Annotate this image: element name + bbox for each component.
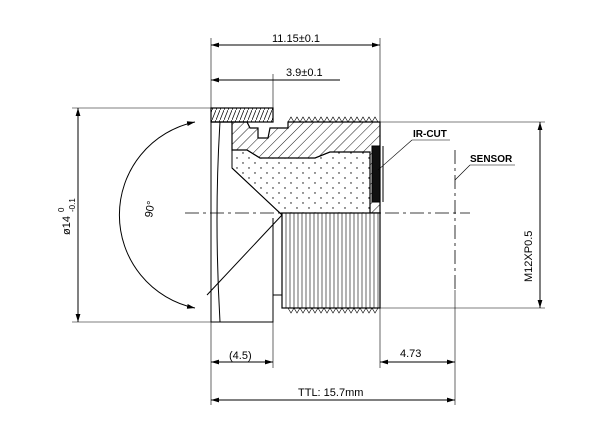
focus-ring: [210, 107, 274, 123]
thread-teeth-bottom: [287, 307, 379, 314]
lens-body: [206, 107, 384, 323]
optical-glass: [231, 149, 371, 214]
dim-ttl: TTL: 15.7mm: [211, 387, 455, 403]
threaded-barrel: [281, 212, 381, 309]
svg-text:-0.1: -0.1: [68, 198, 77, 212]
dim-back-focal: 4.73: [379, 290, 456, 405]
svg-text:11.15±0.1: 11.15±0.1: [272, 33, 320, 45]
svg-text:4.73: 4.73: [400, 348, 421, 360]
svg-text:ø14: ø14: [61, 216, 73, 235]
callout-ir-cut: IR-CUT: [377, 129, 450, 171]
ir-cut-filter: [371, 145, 381, 203]
section-diagonal-lower: [206, 214, 283, 296]
svg-text:(4.5): (4.5): [229, 350, 252, 362]
svg-text:0: 0: [57, 207, 66, 212]
svg-text:SENSOR: SENSOR: [470, 154, 513, 165]
fov-angle-label: 90°: [143, 200, 158, 218]
fov-arc: [118, 121, 196, 309]
section-diagonal: [231, 167, 283, 216]
svg-text:IR-CUT: IR-CUT: [413, 129, 447, 140]
dim-diameter: ø14 0 -0.1: [57, 107, 211, 323]
dim-ring-offset: (4.5): [210, 322, 274, 405]
svg-text:TTL: 15.7mm: TTL: 15.7mm: [298, 387, 363, 399]
svg-text:3.9±0.1: 3.9±0.1: [286, 67, 323, 79]
dim-overall-length: 11.15±0.1: [210, 33, 381, 122]
front-lens-edge: [216, 121, 221, 323]
thread-teeth-top: [287, 116, 379, 123]
thread-lines: [285, 213, 379, 308]
callout-sensor: SENSOR: [454, 154, 515, 181]
dim-thread: M12XP0.5: [380, 121, 545, 309]
svg-text:M12XP0.5: M12XP0.5: [523, 231, 535, 282]
dim-ring-length: 3.9±0.1: [211, 67, 340, 108]
